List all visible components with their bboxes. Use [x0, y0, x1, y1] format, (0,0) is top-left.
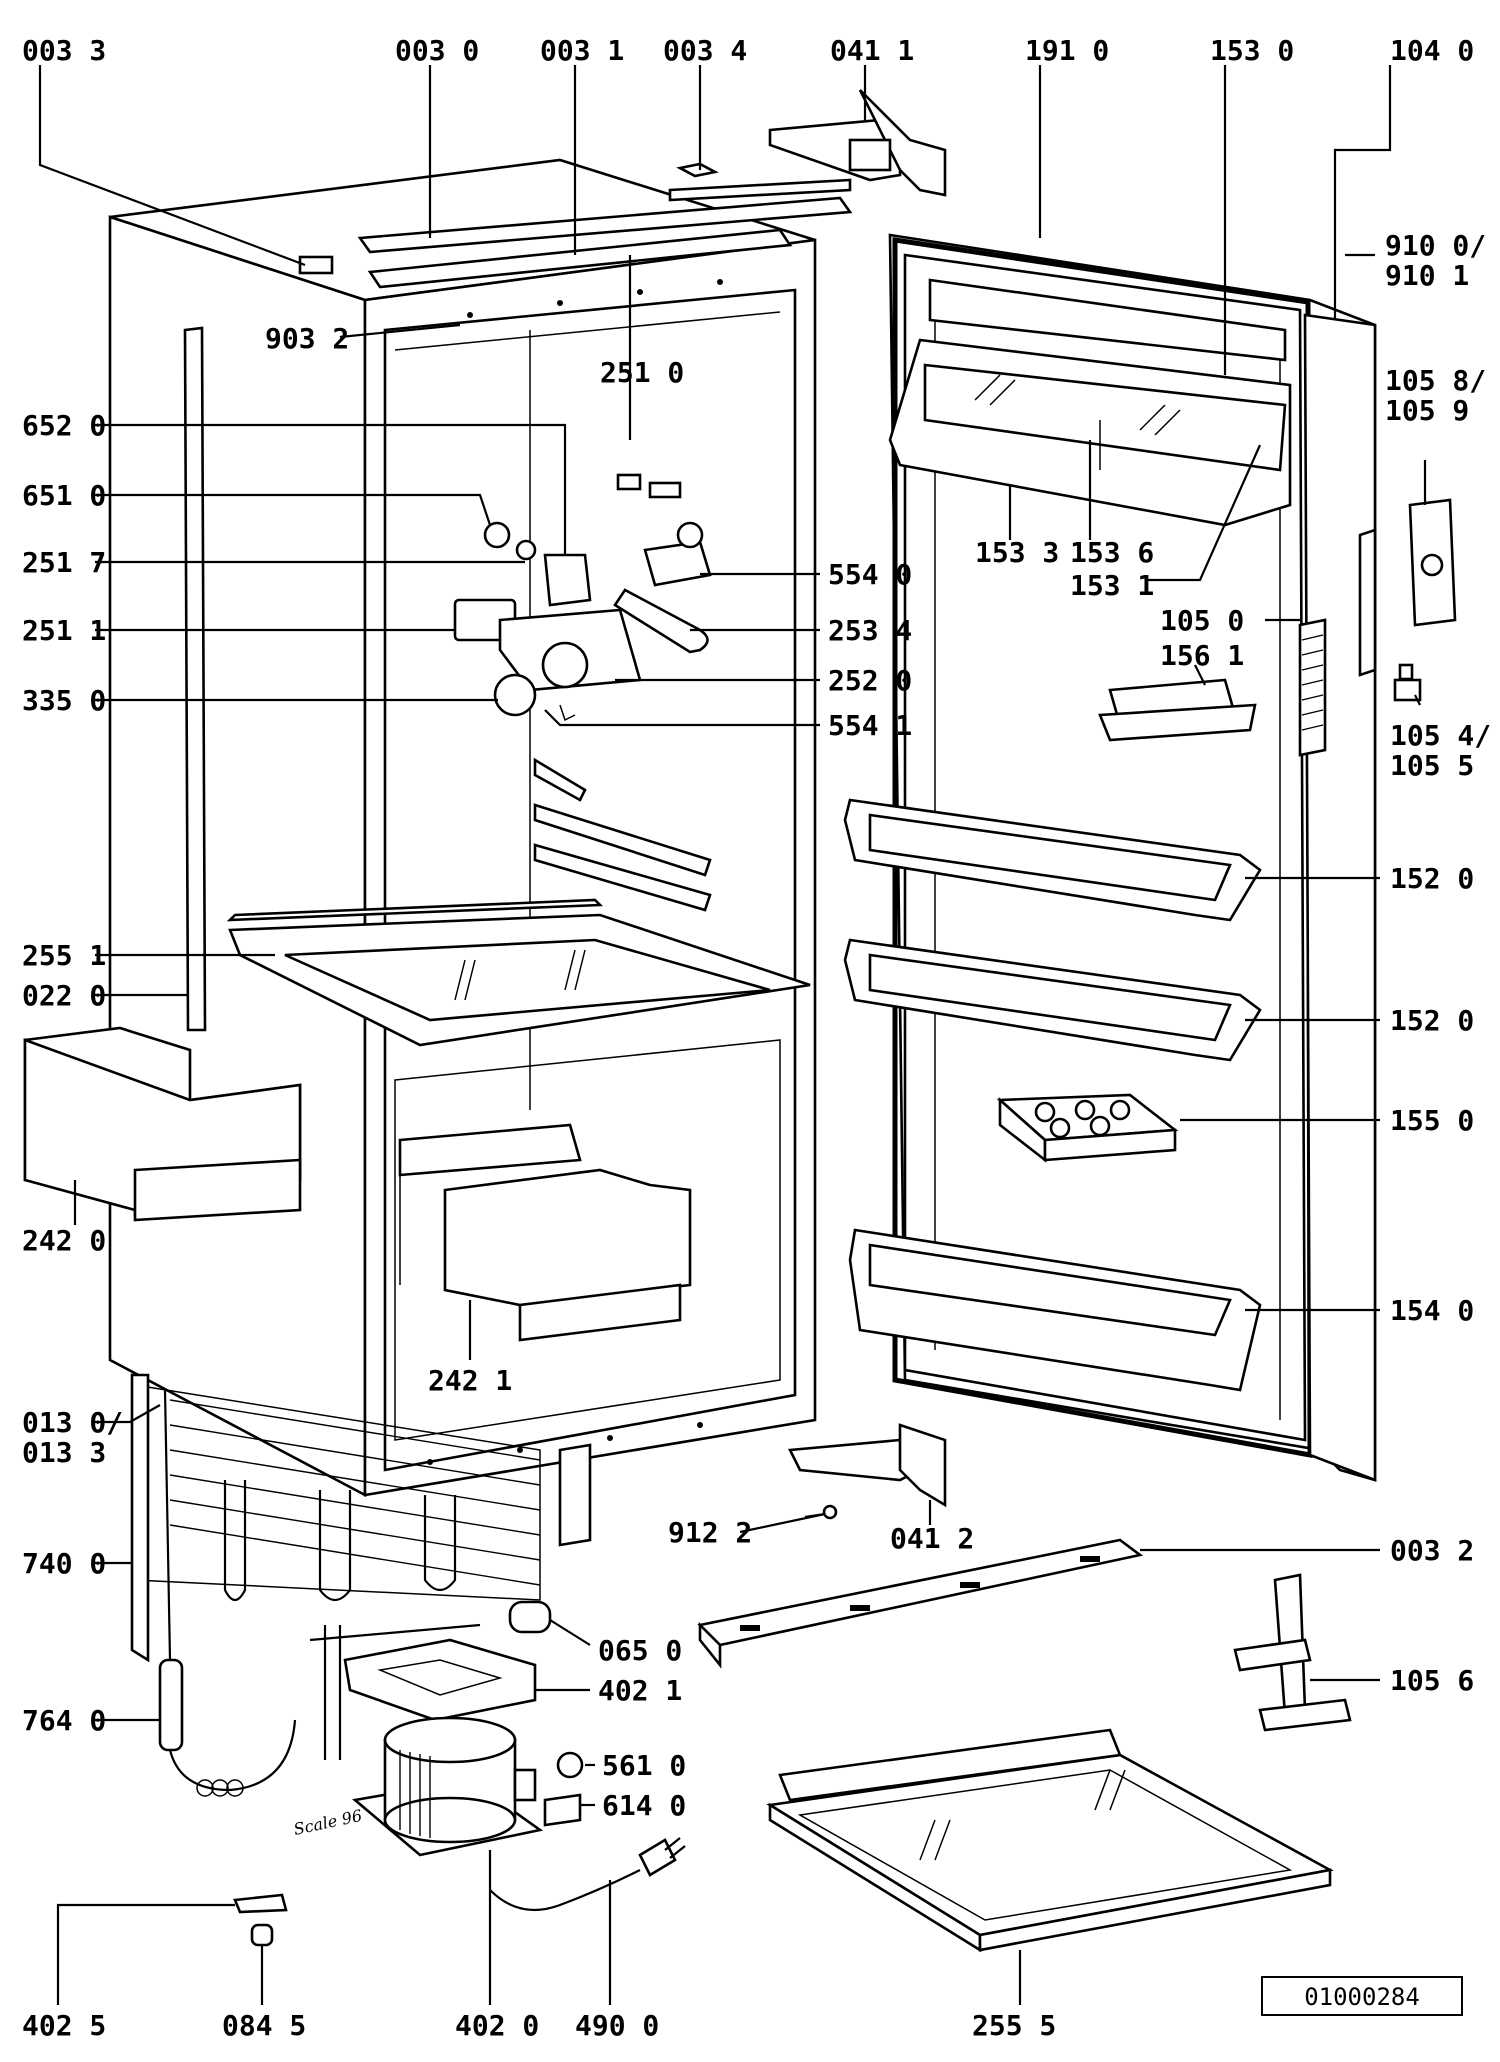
label-065-0: 065 0	[598, 1634, 682, 1667]
label-003-1: 003 1	[540, 34, 624, 67]
compressor	[309, 1623, 544, 1857]
label-003-0: 003 0	[395, 34, 479, 67]
label-105-5: 105 5	[1390, 749, 1474, 782]
label-155-0: 155 0	[1390, 1104, 1474, 1137]
label-255-1: 255 1	[22, 939, 106, 972]
top-strips	[357, 162, 853, 289]
egg-tray	[996, 1093, 1179, 1163]
condenser-mount-bar	[130, 1373, 150, 1663]
control-unit	[453, 473, 712, 722]
label-003-4: 003 4	[663, 34, 747, 67]
label-013-3: 013 3	[22, 1436, 106, 1469]
plinth-strip	[697, 1538, 1144, 1669]
air-duct-strip	[183, 326, 207, 1032]
label-105-8: 105 8/	[1385, 364, 1486, 397]
label-764-0: 764 0	[22, 1704, 106, 1737]
label-105-4: 105 4/	[1390, 719, 1491, 752]
label-910-1: 910 1	[1385, 259, 1469, 292]
reference-number: 01000284	[1304, 1983, 1420, 2011]
bottom-hinge	[787, 1423, 947, 1520]
label-242-0: 242 0	[22, 1224, 106, 1257]
door-bottle-shelf	[848, 1228, 1262, 1392]
label-191-0: 191 0	[1025, 34, 1109, 67]
label-251-0: 251 0	[600, 356, 684, 389]
label-554-0: 554 0	[828, 558, 912, 591]
label-402-0: 402 0	[455, 2009, 539, 2042]
label-041-2: 041 2	[890, 1522, 974, 1555]
label-252-0: 252 0	[828, 664, 912, 697]
label-335-0: 335 0	[22, 684, 106, 717]
scale-annotation: Scale 96	[292, 1806, 364, 1839]
mounting-bracket	[1233, 1573, 1352, 1732]
label-153-0: 153 0	[1210, 34, 1294, 67]
crisper-drawer-right	[398, 1123, 692, 1342]
small-fixings	[233, 1893, 288, 1947]
glass-shelf-upper	[226, 898, 811, 1047]
label-156-1: 156 1	[1160, 639, 1244, 672]
label-402-1: 402 1	[598, 1674, 682, 1707]
reference-box	[1261, 1976, 1463, 2016]
crisper-drawer-left	[23, 1026, 302, 1222]
label-255-5: 255 5	[972, 2009, 1056, 2042]
label-105-6: 105 6	[1390, 1664, 1474, 1697]
label-153-1: 153 1	[1070, 569, 1154, 602]
drier-filter	[508, 1600, 552, 1634]
door-hinge-hardware	[1358, 498, 1457, 702]
label-153-6: 153 6	[1070, 536, 1154, 569]
relay-and-overload	[543, 1751, 584, 1827]
label-554-1: 554 1	[828, 709, 912, 742]
label-651-0: 651 0	[22, 479, 106, 512]
label-561-0: 561 0	[602, 1749, 686, 1782]
butter-compartment	[1098, 678, 1257, 742]
label-910-0: 910 0/	[1385, 229, 1486, 262]
label-402-5: 402 5	[22, 2009, 106, 2042]
label-152-0-upper: 152 0	[1390, 862, 1474, 895]
label-154-0: 154 0	[1390, 1294, 1474, 1327]
door-shelf-upper	[843, 798, 1262, 922]
label-022-0: 022 0	[22, 979, 106, 1012]
leader-lines	[38, 65, 1427, 2005]
label-104-0: 104 0	[1390, 34, 1474, 67]
label-105-9: 105 9	[1385, 394, 1469, 427]
door-shelf-middle	[843, 938, 1262, 1062]
label-084-5: 084 5	[222, 2009, 306, 2042]
label-153-3: 153 3	[975, 536, 1059, 569]
label-652-0: 652 0	[22, 409, 106, 442]
label-041-1: 041 1	[830, 34, 914, 67]
hinge-plate-strip	[1298, 618, 1327, 757]
label-251-7: 251 7	[22, 546, 106, 579]
top-hinge	[768, 89, 947, 197]
shelf-rails	[533, 757, 712, 912]
label-490-0: 490 0	[575, 2009, 659, 2042]
glass-shelf-lower	[766, 1728, 1334, 1953]
power-cord	[489, 1837, 686, 1912]
label-740-0: 740 0	[22, 1547, 106, 1580]
condenser	[134, 1384, 592, 1602]
label-003-3: 003 3	[22, 34, 106, 67]
dairy-compartment	[888, 278, 1292, 527]
label-242-1: 242 1	[428, 1364, 512, 1397]
part-labels: 003 3 003 0 003 1 003 4 041 1 191 0 153 …	[22, 34, 1491, 2042]
label-013-0: 013 0/	[22, 1406, 123, 1439]
label-903-2: 903 2	[265, 322, 349, 355]
label-251-1: 251 1	[22, 614, 106, 647]
label-614-0: 614 0	[602, 1789, 686, 1822]
label-003-2: 003 2	[1390, 1534, 1474, 1567]
capillary-tube	[158, 1389, 297, 1797]
label-152-0-middle: 152 0	[1390, 1004, 1474, 1037]
evaporation-tray	[343, 1638, 537, 1722]
label-105-0: 105 0	[1160, 604, 1244, 637]
label-253-4: 253 4	[828, 614, 912, 647]
label-912-2: 912 2	[668, 1516, 752, 1549]
